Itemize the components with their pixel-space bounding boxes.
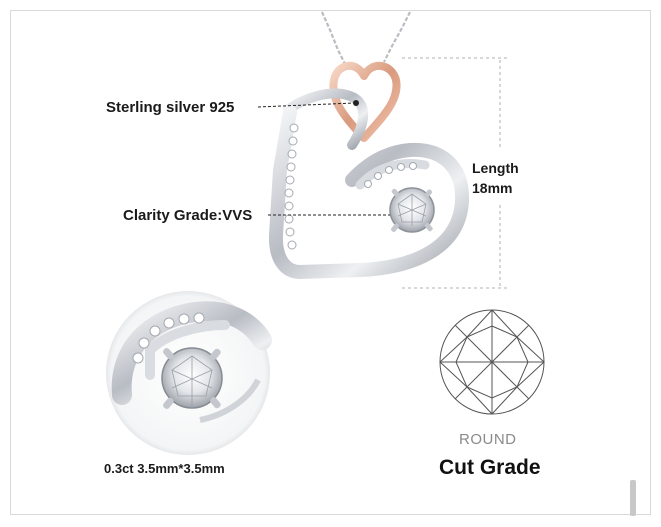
length-value: 18mm [472, 180, 513, 196]
material-label: Sterling silver 925 [106, 99, 235, 116]
round-diamond-cut-icon [439, 309, 545, 415]
zoomed-stone-image [106, 291, 272, 455]
clarity-label: Clarity Grade:VVS [123, 207, 253, 224]
length-label: Length [472, 160, 519, 176]
pointer-lines [257, 100, 390, 216]
chain [320, 11, 411, 65]
rose-gold-heart [329, 62, 401, 142]
shape-label: ROUND [459, 431, 517, 448]
cut-grade-label: Cut Grade [439, 456, 541, 479]
image-frame [10, 10, 651, 515]
length-dimension [402, 57, 507, 289]
stone-size-label: 0.3ct 3.5mm*3.5mm [104, 461, 225, 476]
scrollbar-thumb[interactable] [630, 480, 636, 516]
silver-heart-pendant [268, 88, 470, 279]
